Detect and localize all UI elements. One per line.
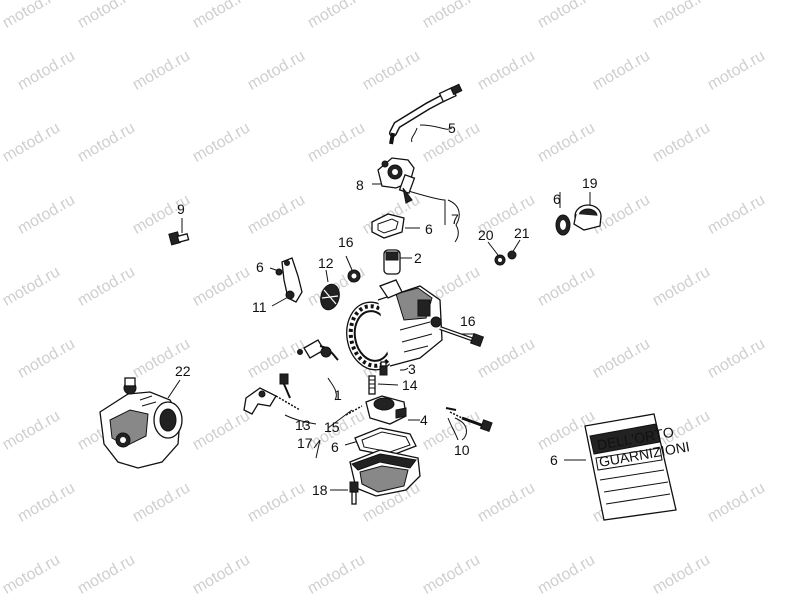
part-2-throttle-slide	[383, 249, 401, 275]
part-20-nut	[494, 254, 506, 266]
callout-8: 8	[356, 177, 364, 193]
part-21-nut	[507, 250, 517, 260]
part-10-bolt-set	[445, 407, 493, 433]
callout-21: 21	[514, 225, 530, 241]
part-8-fuel-tap	[377, 157, 416, 204]
callout-14: 14	[402, 377, 418, 393]
callout-9: 9	[177, 201, 185, 217]
part-19-cap-ring	[573, 204, 602, 231]
callout-6c: 6	[553, 191, 561, 207]
part-16-long-bolt	[439, 326, 485, 348]
callout-17: 17	[297, 435, 313, 451]
part-14-needle-jet	[368, 375, 376, 395]
callout-2: 2	[414, 250, 422, 266]
callout-20: 20	[478, 227, 494, 243]
part-6-o-ring	[555, 214, 571, 236]
part-16-small-cap	[347, 269, 361, 283]
part-1-lever-spring	[297, 339, 339, 361]
callout-12: 12	[318, 255, 334, 271]
part-4-float	[365, 395, 407, 425]
part-11-choke-lever	[275, 257, 303, 303]
callout-19: 19	[582, 175, 598, 191]
callout-4: 4	[420, 412, 428, 428]
part-18-drain-screw	[349, 481, 359, 505]
callout-6b: 6	[256, 259, 264, 275]
float-bowl	[349, 449, 421, 497]
callout-5: 5	[448, 120, 456, 136]
carburetor-body	[346, 279, 443, 371]
callout-18: 18	[312, 482, 328, 498]
callout-10: 10	[454, 442, 470, 458]
callout-6e: 6	[550, 452, 558, 468]
callout-13: 13	[295, 417, 311, 433]
callout-15: 15	[324, 419, 340, 435]
part-15-float-pin	[345, 405, 363, 416]
callout-22: 22	[175, 363, 191, 379]
callout-6a: 6	[425, 221, 433, 237]
part-12-butterfly-disc	[320, 283, 340, 311]
part-22-complete-carburetor	[99, 377, 183, 469]
part-6-gasket-kit-package: DELL'ORTO GUARNIZIONI	[584, 413, 691, 521]
part-3-jet	[379, 361, 388, 376]
callout-labels: 1 2 3 4 5 6 6 6 6 6 7 8 9 10 11 12 13 14…	[175, 120, 598, 498]
callout-7: 7	[451, 211, 459, 227]
part-9-screw	[168, 231, 190, 246]
part-17-small-screw	[279, 373, 291, 399]
part-13-linkage	[243, 387, 301, 415]
callout-16a: 16	[338, 234, 354, 250]
callout-3: 3	[408, 361, 416, 377]
callout-11: 11	[252, 299, 267, 315]
callout-1: 1	[334, 387, 342, 403]
part-6-bowl-gasket	[354, 427, 417, 457]
callout-16b: 16	[460, 313, 476, 329]
part-6-top-gasket	[371, 213, 405, 239]
callout-6d: 6	[331, 439, 339, 455]
part-5-vent-tube	[389, 83, 463, 145]
